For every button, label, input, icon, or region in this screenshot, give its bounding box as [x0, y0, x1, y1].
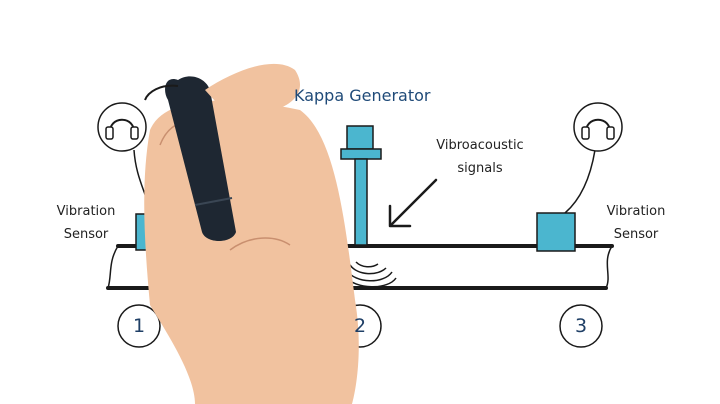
right-sensor-label-line2: Sensor — [613, 227, 659, 242]
signal-arrow — [388, 178, 438, 228]
right-sensor — [536, 149, 596, 252]
position-number-1: 1 — [132, 315, 146, 337]
signals-label: Vibroacoustic signals — [420, 134, 540, 180]
headphones-icon-right — [573, 102, 623, 152]
position-number-2: 2 — [353, 315, 367, 337]
left-sensor-label-line1: Vibration — [56, 204, 116, 219]
position-circles — [117, 304, 603, 348]
signals-label-line2: signals — [457, 161, 503, 176]
left-sensor-label: Vibration Sensor — [48, 200, 124, 246]
kappa-generator-label: Kappa Generator — [294, 86, 431, 105]
kappa-generator-device — [340, 125, 382, 246]
right-sensor-label-line1: Vibration — [606, 204, 666, 219]
position-number-3: 3 — [574, 315, 588, 337]
right-sensor-label: Vibration Sensor — [598, 200, 674, 246]
hand-with-marker — [144, 63, 359, 404]
signals-label-line1: Vibroacoustic — [436, 138, 524, 153]
headphones-icon-left — [97, 102, 147, 152]
left-sensor-label-line2: Sensor — [63, 227, 109, 242]
